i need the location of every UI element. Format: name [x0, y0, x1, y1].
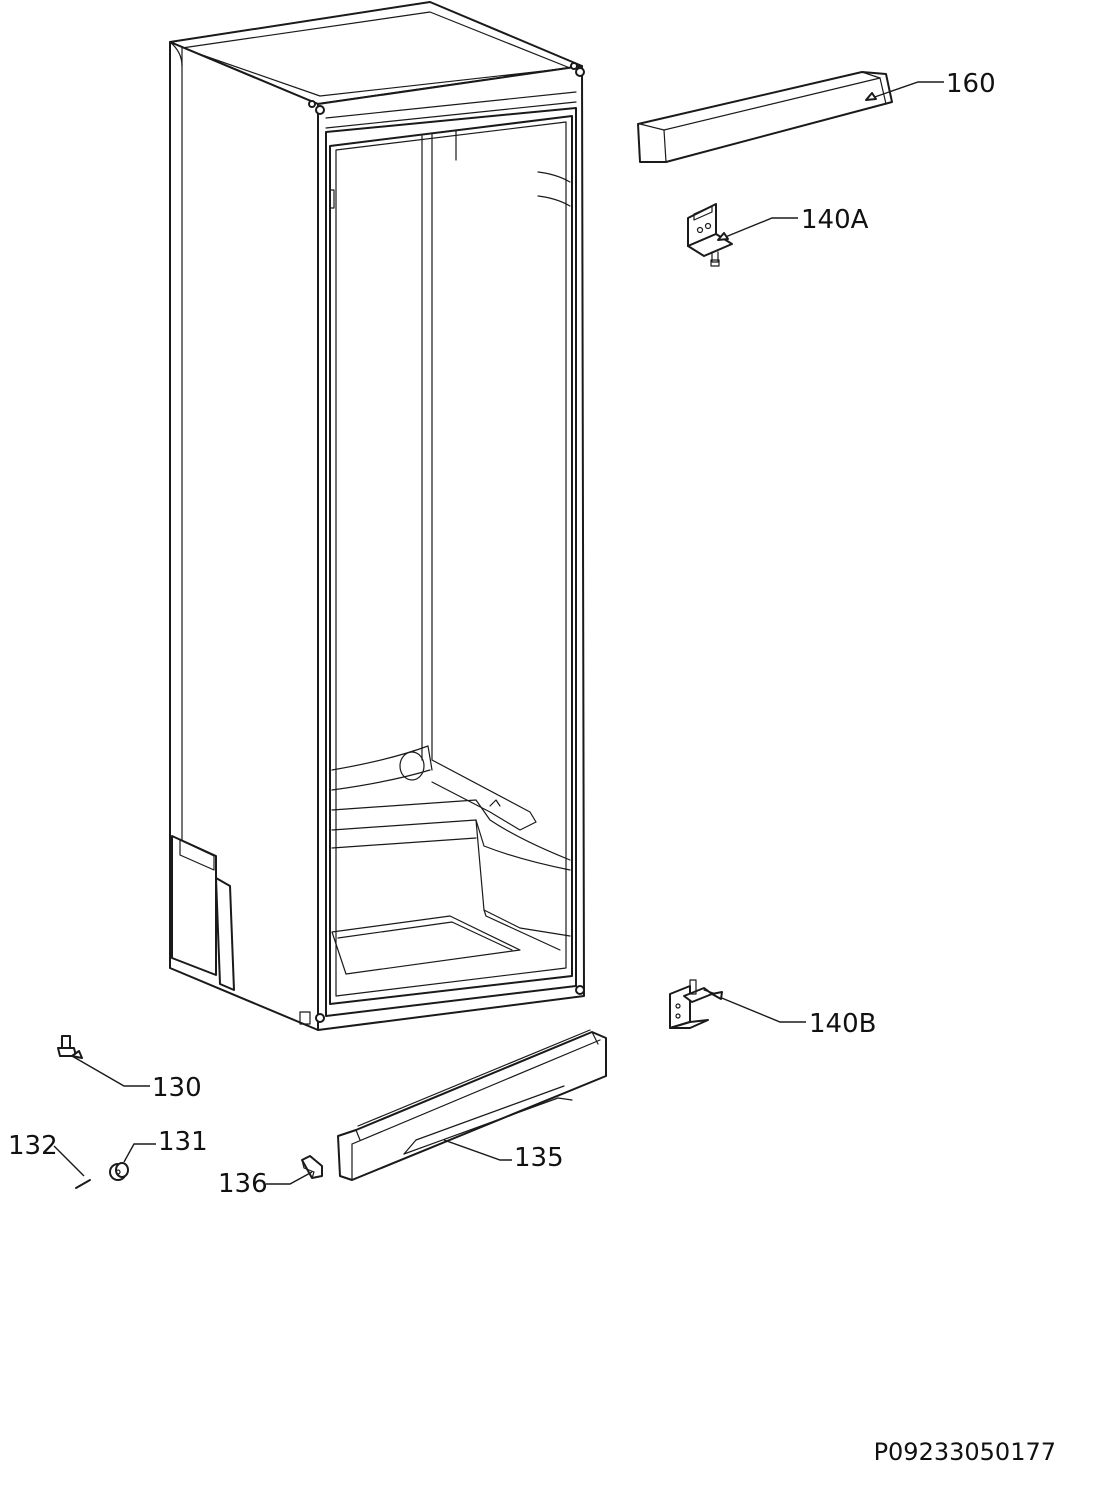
callout-131: 131: [158, 1127, 208, 1157]
part-131-bush: [109, 1162, 129, 1181]
part-160-top-trim: [637, 71, 893, 163]
leader-136: [266, 1171, 313, 1185]
leader-160: [865, 81, 944, 101]
leader-135: [443, 1139, 512, 1161]
callout-160: 160: [946, 69, 996, 99]
leader-140a: [717, 217, 798, 241]
callout-140a: 140A: [801, 205, 869, 235]
part-132-pin: [75, 1179, 91, 1189]
leader-132: [53, 1145, 85, 1177]
callout-135: 135: [514, 1143, 564, 1173]
leader-131: [123, 1143, 156, 1163]
part-136-bracket: [301, 1155, 323, 1179]
part-140b-lower-hinge: [669, 979, 717, 1029]
cabinet-body: [169, 1, 585, 1031]
callout-136: 136: [218, 1169, 268, 1199]
part-135-bottom-trim: [337, 1029, 607, 1181]
document-id: P09233050177: [874, 1438, 1056, 1466]
callout-132: 132: [8, 1131, 58, 1161]
callout-130: 130: [152, 1073, 202, 1103]
leader-130: [71, 1055, 150, 1087]
rear-cover: [171, 835, 311, 1025]
callout-140b: 140B: [809, 1009, 876, 1039]
leader-140b: [711, 993, 806, 1023]
part-130-adjustable-foot: [57, 1035, 77, 1057]
